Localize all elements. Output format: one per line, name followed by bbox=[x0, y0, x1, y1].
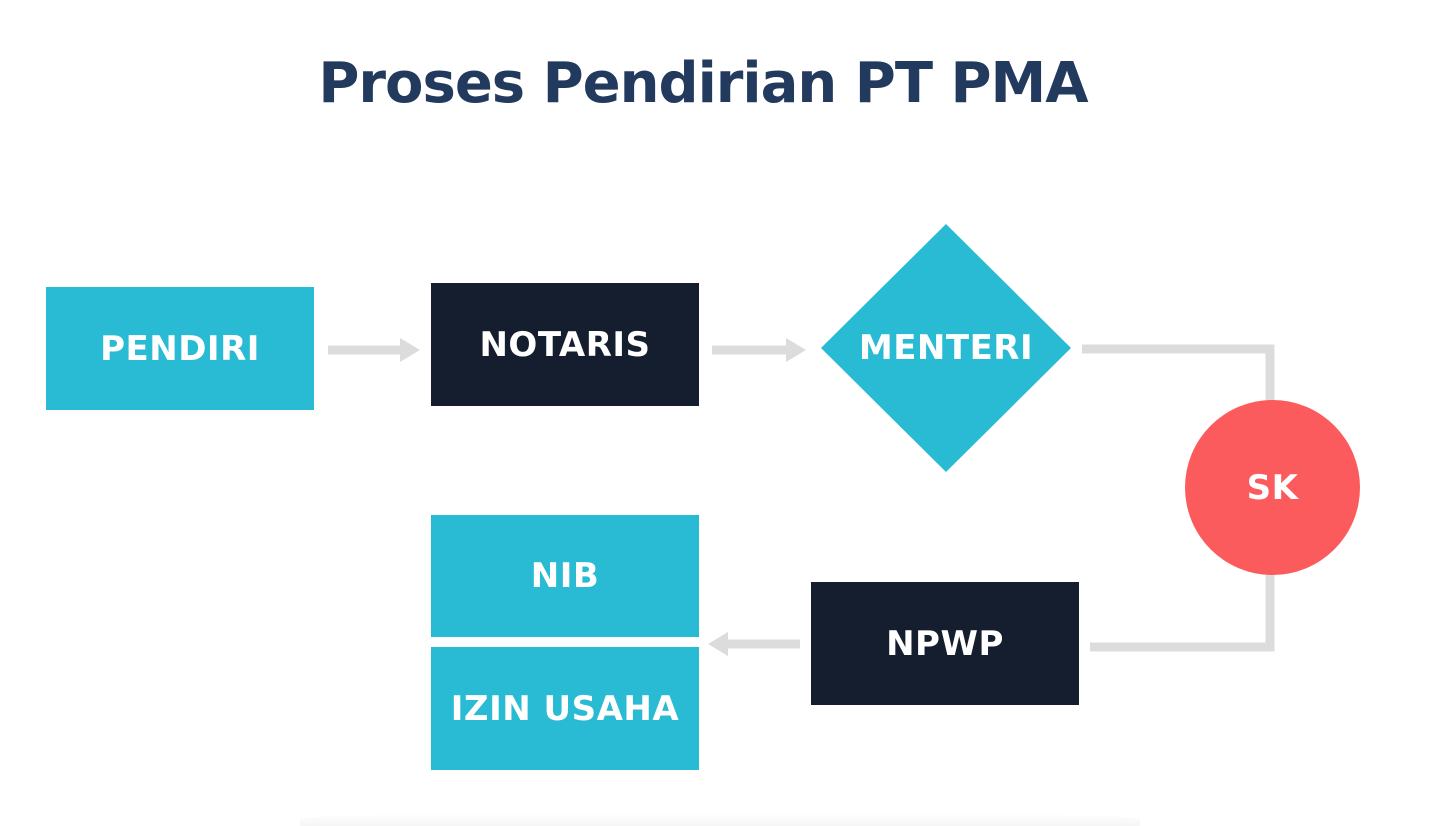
node-npwp: NPWP bbox=[811, 582, 1079, 705]
arrowhead-pendiri-notaris bbox=[400, 338, 420, 362]
bottom-shadow bbox=[300, 812, 1140, 826]
node-nib: NIB bbox=[431, 515, 699, 637]
node-notaris: NOTARIS bbox=[431, 283, 699, 406]
node-izin-usaha: IZIN USAHA bbox=[431, 647, 699, 770]
connector-menteri-sk bbox=[1082, 344, 1275, 402]
connector-sk-npwp bbox=[1090, 574, 1275, 652]
page-title: Proses Pendirian PT PMA bbox=[318, 51, 1088, 116]
node-menteri: MENTERI bbox=[821, 224, 1071, 472]
node-pendiri: PENDIRI bbox=[46, 287, 314, 410]
arrowhead-npwp-nib bbox=[708, 632, 728, 656]
arrowhead-notaris-menteri bbox=[786, 338, 806, 362]
node-sk: SK bbox=[1185, 400, 1360, 575]
node-menteri-label: MENTERI bbox=[858, 328, 1034, 368]
